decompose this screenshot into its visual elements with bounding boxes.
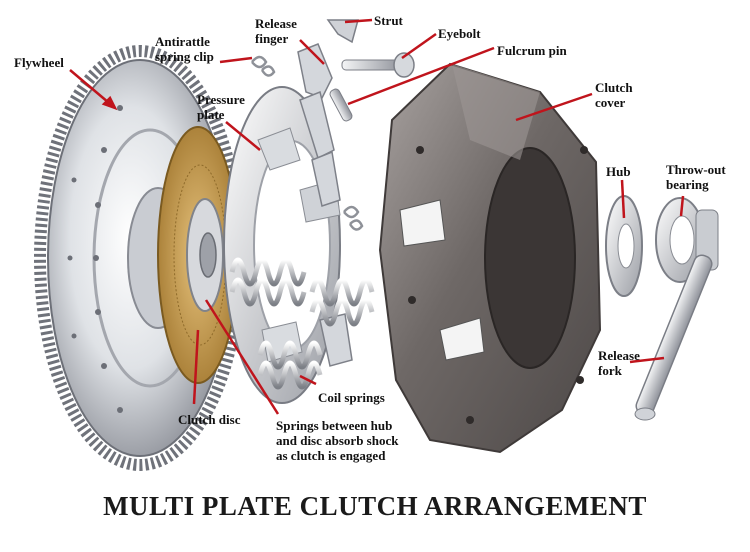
label-line: Antirattle [155,34,210,49]
clutch-cover-part [378,62,602,454]
label-clutch-disc: Clutch disc [178,412,241,427]
diagram-title: MULTI PLATE CLUTCH ARRANGEMENT [103,491,647,521]
label-fulcrum-pin: Fulcrum pin [497,43,567,58]
label-clutch-cover: Clutch cover [595,80,633,110]
label-line: Release [255,16,297,31]
label-flywheel: Flywheel [14,55,64,70]
fulcrum-pin-part [329,88,353,122]
label-line: bearing [666,177,709,192]
label-release-finger: Release finger [255,16,297,46]
label-hub: Hub [606,164,631,179]
label-strut: Strut [374,13,403,28]
label-release-fork: Release fork [598,348,640,378]
release-finger-part [297,43,353,367]
release-fork-part [634,254,713,421]
label-eyebolt: Eyebolt [438,26,481,41]
coil-springs-part [229,257,375,390]
label-line: Pressure [197,92,245,107]
label-throw-out-bearing: Throw-out bearing [666,162,726,192]
eyebolt-part [341,52,415,78]
label-line: cover [595,95,626,110]
label-line: and disc absorb shock [276,433,399,448]
label-line: finger [255,31,289,46]
label-springs-note: Springs between hub and disc absorb shoc… [276,418,398,463]
label-line: plate [197,107,225,122]
label-pressure-plate: Pressure plate [197,92,245,122]
strut-part [326,19,359,44]
label-line: Release [598,348,640,363]
label-coil-springs: Coil springs [318,390,385,405]
label-line: Clutch [595,80,633,95]
label-line: as clutch is engaged [276,448,386,463]
label-antirattle-spring-clip: Antirattle spring clip [155,34,214,64]
label-line: spring clip [155,49,214,64]
label-line: Throw-out [666,162,726,177]
leader-lines [69,18,685,415]
label-line: Springs between hub [276,418,393,433]
antirattle-clip-part [251,55,364,231]
label-line: fork [598,363,622,378]
